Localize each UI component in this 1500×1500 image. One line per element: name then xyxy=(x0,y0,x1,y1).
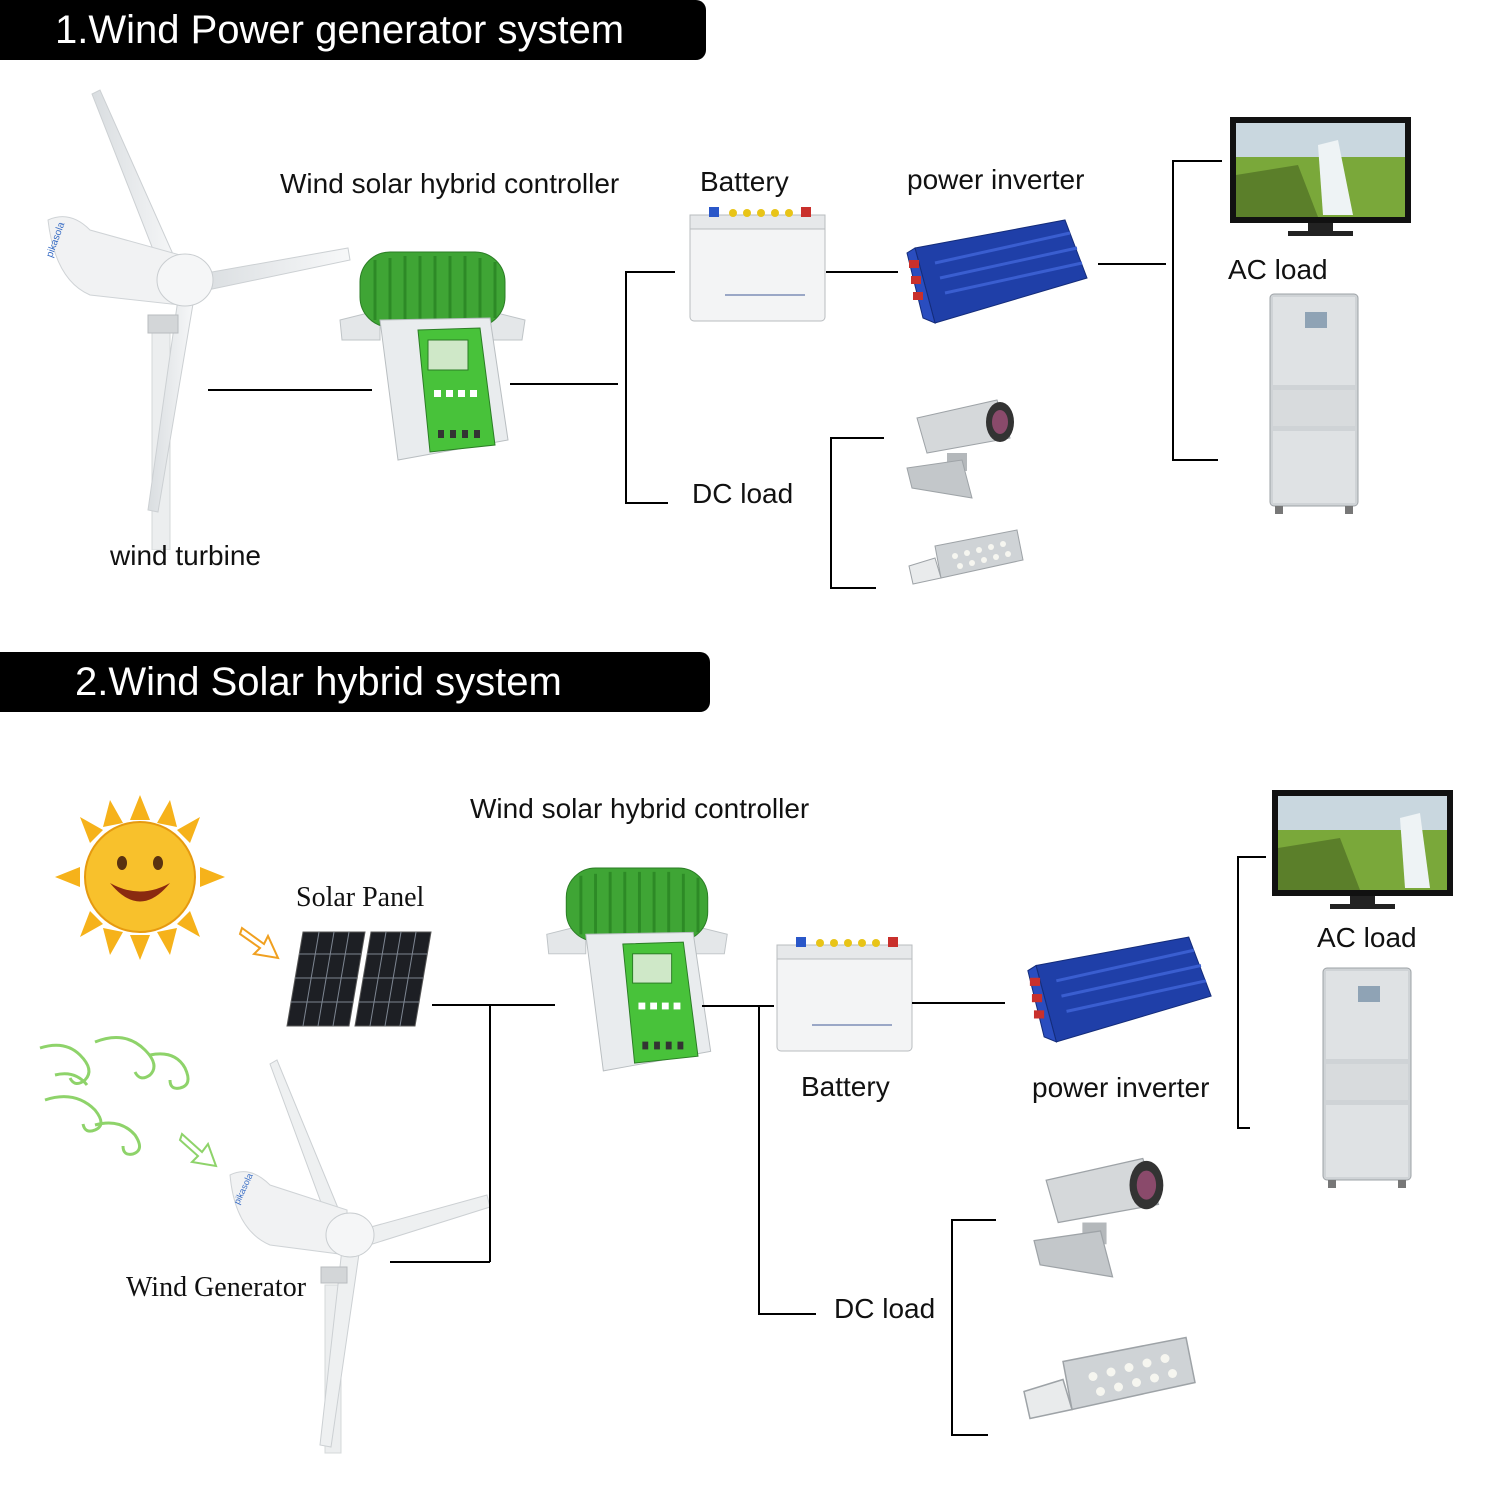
refrigerator-icon xyxy=(1322,967,1412,1188)
section2-title-banner: 2.Wind Solar hybrid system xyxy=(0,652,710,712)
wind-puff-icon xyxy=(39,1036,190,1156)
security-camera-icon xyxy=(1033,1157,1164,1278)
section1-title: 1.Wind Power generator system xyxy=(55,8,625,52)
controller-label: Wind solar hybrid controller xyxy=(470,793,810,824)
led-bulb-icon xyxy=(908,529,1024,585)
dc-load-label: DC load xyxy=(834,1293,936,1324)
hybrid-controller-icon xyxy=(546,867,728,1072)
solar-panel-icon xyxy=(286,931,432,1027)
inverter-label: power inverter xyxy=(1032,1072,1210,1103)
battery-label: Battery xyxy=(801,1071,890,1102)
arrow-icon xyxy=(238,926,280,960)
hybrid-controller-icon xyxy=(339,251,526,461)
inverter-label: power inverter xyxy=(907,164,1085,195)
section1-wiring xyxy=(208,160,1222,589)
battery-icon xyxy=(776,937,913,1052)
section1-title-banner: 1.Wind Power generator system xyxy=(0,0,706,60)
tv-icon xyxy=(1272,790,1453,909)
wind-turbine-icon: pikasola xyxy=(229,1059,491,1454)
power-inverter-icon xyxy=(906,219,1088,324)
sun-icon xyxy=(55,795,225,960)
ac-load-label: AC load xyxy=(1317,922,1417,953)
controller-label: Wind solar hybrid controller xyxy=(280,168,620,199)
power-inverter-icon xyxy=(1027,936,1212,1043)
dc-load-label: DC load xyxy=(692,478,794,509)
wind-turbine-label: wind turbine xyxy=(110,540,261,571)
security-camera-icon xyxy=(906,399,1014,499)
wind-generator-label: Wind Generator xyxy=(126,1272,307,1303)
battery-icon xyxy=(689,207,826,322)
arrow-icon xyxy=(178,1132,218,1168)
refrigerator-icon xyxy=(1269,293,1359,514)
led-bulb-icon xyxy=(1023,1336,1196,1420)
solar-panel-label: Solar Panel xyxy=(296,882,425,913)
tv-icon xyxy=(1230,117,1411,236)
section2-title: 2.Wind Solar hybrid system xyxy=(75,660,562,704)
battery-label: Battery xyxy=(700,166,789,197)
wind-turbine-icon: pikasola xyxy=(44,89,351,550)
ac-load-label: AC load xyxy=(1228,254,1328,285)
